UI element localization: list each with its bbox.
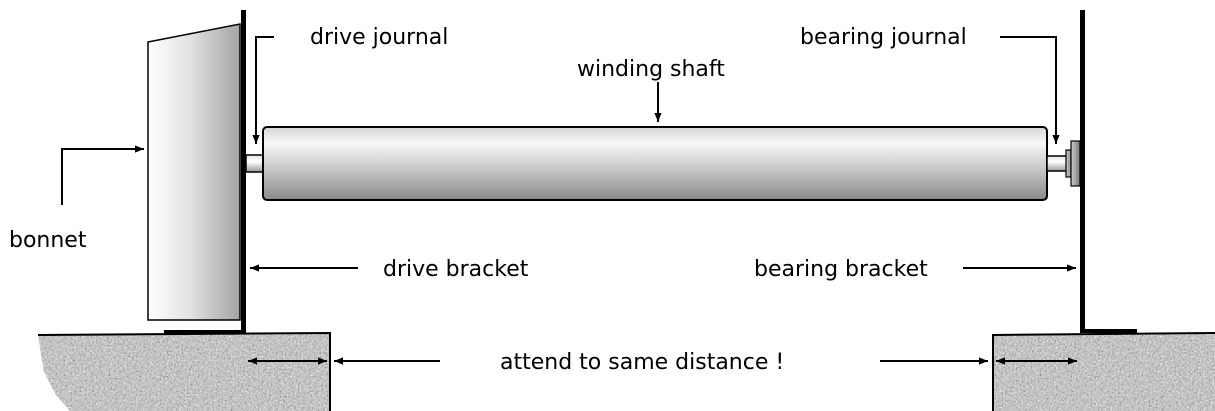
drive-journal-arrow [252, 36, 274, 144]
drive-bracket-label: drive bracket [383, 257, 529, 282]
bonnet-label: bonnet [9, 228, 87, 253]
ground-left [37, 331, 331, 411]
bearing-hub-outer [1070, 140, 1081, 187]
drive-bracket [241, 10, 246, 333]
bearing-bracket-label: bearing bracket [754, 257, 928, 282]
bonnet-arrow [61, 145, 144, 205]
bonnet [147, 23, 241, 321]
attend-same-distance-label: attend to same distance ! [500, 350, 784, 375]
drive-journal-label: drive journal [310, 25, 448, 50]
bearing-journal-label: bearing journal [800, 25, 967, 50]
bearing-journal-arrow [1000, 36, 1060, 144]
winding-shaft-label: winding shaft [577, 57, 725, 82]
bearing-bracket [1080, 10, 1085, 333]
drive-journal [245, 154, 265, 173]
ground-right [992, 332, 1215, 411]
bonnet-foot [164, 330, 242, 334]
bearing-bracket-foot [1080, 329, 1137, 333]
winding-shaft [262, 126, 1048, 201]
bearing-journal [1046, 155, 1068, 172]
